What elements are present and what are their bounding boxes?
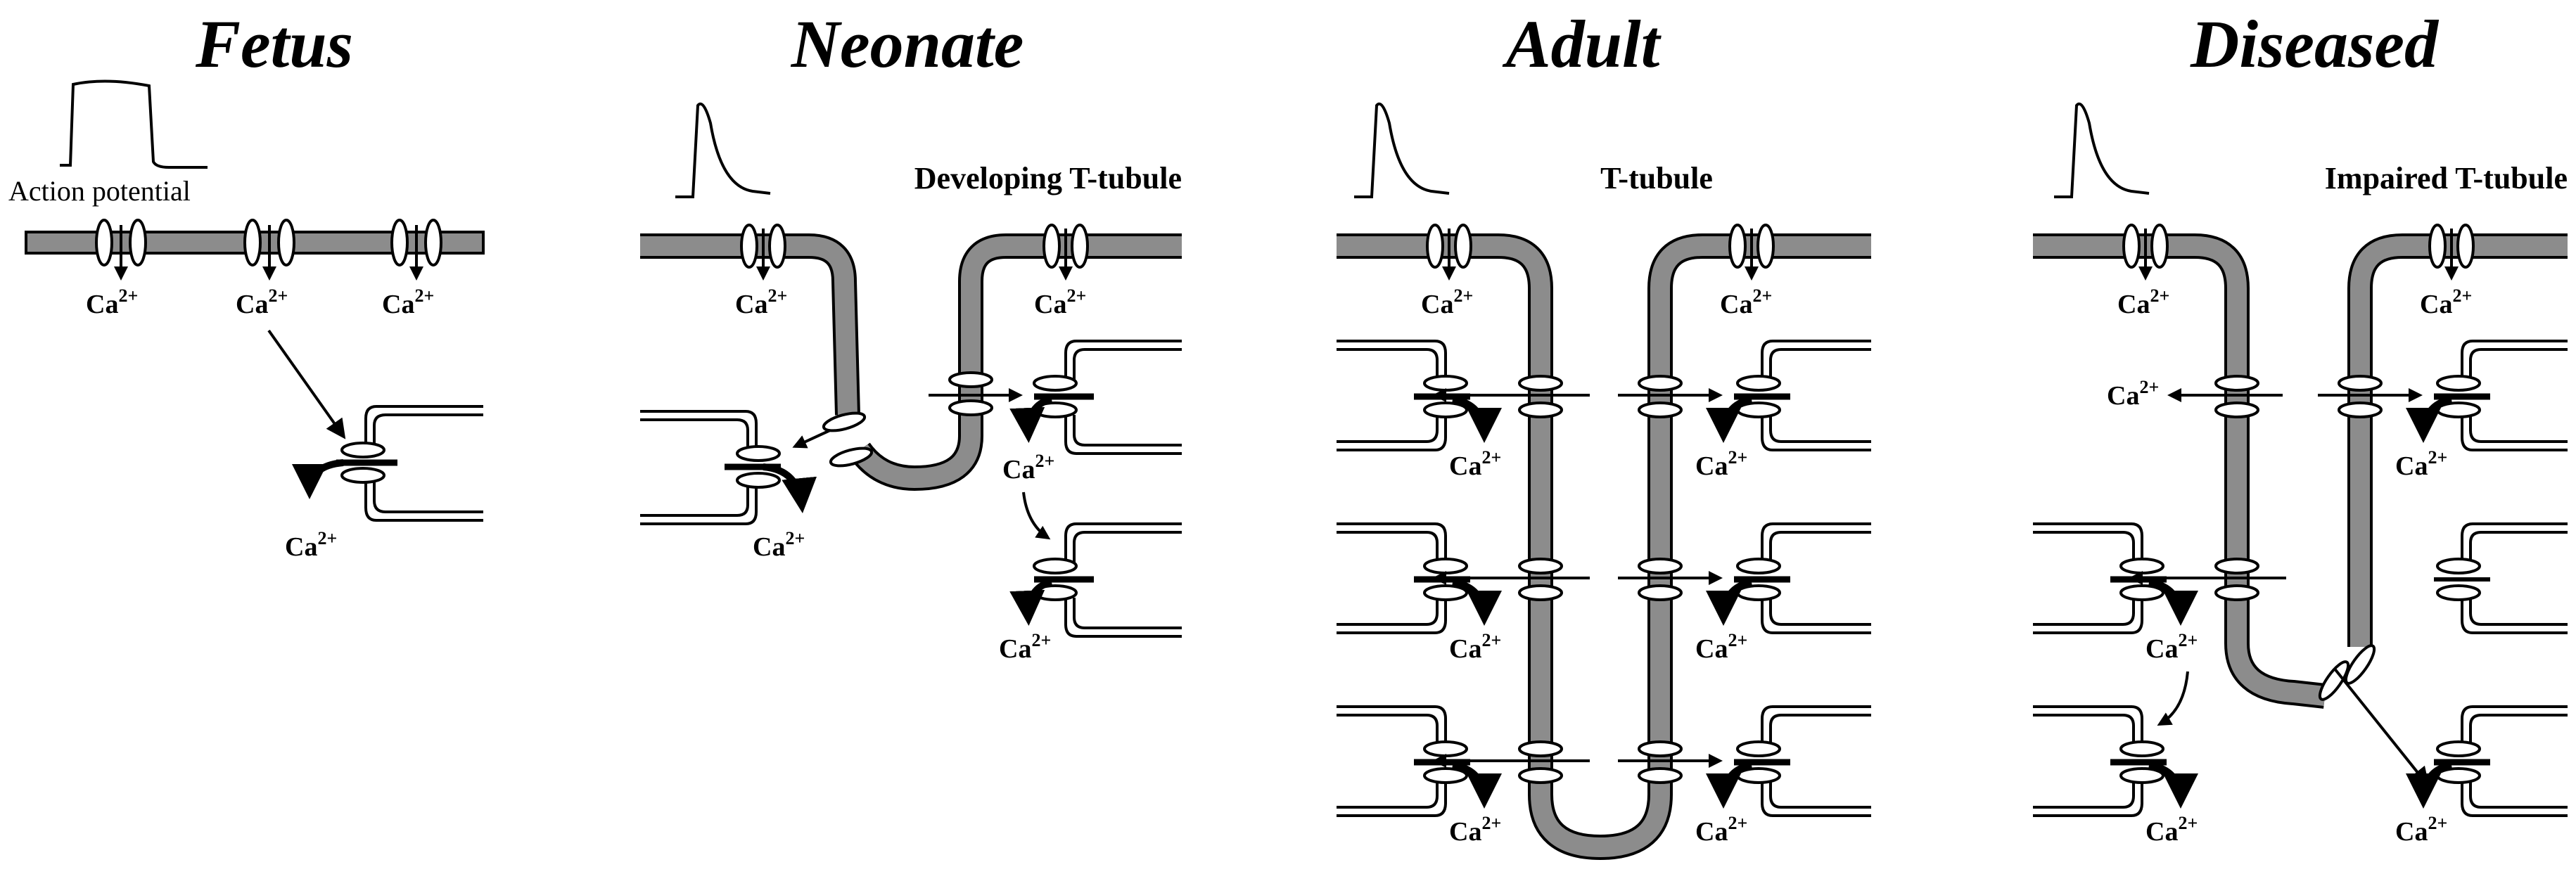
- ca-diffusion-arrow: [1022, 492, 1051, 540]
- ca-label: Ca2+: [735, 285, 787, 319]
- ca-diffusion-arrow: [267, 329, 346, 439]
- ca-label: Ca2+: [1421, 285, 1473, 319]
- l-type-channel: [829, 446, 874, 468]
- ca-release-arrow: [292, 459, 344, 499]
- sarcolemma: [640, 233, 860, 416]
- ca-label: Ca2+: [753, 528, 805, 562]
- l-type-channel: [2214, 401, 2259, 418]
- ca-label: Ca2+: [1034, 285, 1086, 319]
- sarcoplasmic-reticulum: [2406, 705, 2568, 817]
- ca-flux-arrow: [2333, 667, 2430, 788]
- l-type-channel: [2338, 401, 2383, 418]
- ca-label: Ca2+: [86, 285, 138, 319]
- l-type-channel: [948, 399, 993, 416]
- l-type-channel: [1728, 224, 1775, 281]
- action-potential-trace: [1354, 102, 1450, 198]
- ca-label: Ca2+: [1695, 630, 1747, 664]
- panel-title-adult: Adult: [1503, 6, 1662, 82]
- l-type-channel: [2214, 584, 2259, 601]
- panel-fetus: Action potential Ca2+ Ca2+ Ca2+: [8, 79, 485, 562]
- ca-label: Ca2+: [2145, 813, 2198, 847]
- panel-title-diseased: Diseased: [2190, 6, 2440, 82]
- l-type-channel: [1042, 224, 1089, 281]
- sarcoplasmic-reticulum: [2434, 522, 2568, 634]
- l-type-channel: [2338, 375, 2383, 392]
- l-type-channel: [2318, 660, 2350, 701]
- l-type-channel: [2428, 224, 2475, 281]
- panel-subtitle-neonate: Developing T-tubule: [914, 161, 1182, 195]
- ca-label: Ca2+: [285, 528, 337, 562]
- l-type-channel: [95, 219, 147, 281]
- ca-label: Ca2+: [382, 285, 434, 319]
- t-tubule: [849, 233, 1182, 492]
- panel-title-fetus: Fetus: [195, 6, 353, 82]
- ca-label: Ca2+: [2117, 285, 2169, 319]
- ca-label: Ca2+: [236, 285, 288, 319]
- ca-label: Ca2+: [1720, 285, 1772, 319]
- panel-title-neonate: Neonate: [791, 6, 1024, 82]
- ca-label: Ca2+: [1695, 813, 1747, 847]
- ca-diffusion-arrow: [2157, 671, 2189, 726]
- ca-label: Ca2+: [2395, 447, 2447, 481]
- panel-neonate: Developing T-tubule Ca2+ Ca2+: [640, 102, 1182, 664]
- l-type-channel: [2214, 558, 2259, 574]
- l-type-channel: [2214, 375, 2259, 392]
- sarcoplasmic-reticulum: [292, 405, 483, 522]
- action-potential-trace: [2054, 102, 2150, 198]
- l-type-channel: [948, 371, 993, 388]
- t-tubule: [1337, 233, 1871, 861]
- ca-label: Ca2+: [999, 630, 1051, 664]
- panel-subtitle-diseased: Impaired T-tubule: [2325, 161, 2568, 195]
- dyad-row: [1337, 705, 1871, 817]
- ca-label: Ca2+: [1449, 447, 1501, 481]
- ca-label: Ca2+: [1449, 813, 1501, 847]
- dyad-row: [1337, 522, 1871, 634]
- action-potential-trace: [60, 79, 208, 169]
- panel-diseased: Impaired T-tubule Ca2+ Ca2+ Ca2+: [2033, 102, 2568, 847]
- l-type-channel: [2122, 224, 2169, 281]
- ca-release-arrow: [1009, 579, 1053, 626]
- sarcoplasmic-reticulum: [1009, 522, 1182, 638]
- sarcoplasmic-reticulum: [2033, 705, 2198, 817]
- ca-label: Ca2+: [1449, 630, 1501, 664]
- ca-label: Ca2+: [2395, 813, 2447, 847]
- action-potential-trace: [675, 102, 771, 198]
- ca-label: Ca2+: [2107, 377, 2159, 411]
- panel-subtitle-adult: T-tubule: [1600, 161, 1713, 195]
- ca-label: Ca2+: [1002, 451, 1054, 484]
- t-tubule: [2033, 233, 2326, 709]
- panel-adult: T-tubule Ca2+ Ca2+: [1337, 102, 1871, 861]
- ca-release-arrow: [1009, 396, 1053, 443]
- ca-release-arrow: [763, 463, 817, 513]
- ca-label: Ca2+: [2420, 285, 2472, 319]
- ca-flux-arrow: [792, 429, 831, 449]
- sarcoplasmic-reticulum: [1009, 340, 1182, 455]
- l-type-channel: [243, 219, 295, 281]
- ca-label: Ca2+: [2145, 630, 2198, 664]
- l-type-channel: [822, 411, 867, 432]
- l-type-channel: [390, 219, 442, 281]
- action-potential-label: Action potential: [8, 175, 191, 207]
- sarcoplasmic-reticulum: [2406, 340, 2568, 451]
- l-type-channel: [740, 224, 786, 281]
- l-type-channel: [1426, 224, 1472, 281]
- dyad-row: [1337, 340, 1871, 451]
- sarcoplasmic-reticulum: [640, 410, 817, 525]
- ca-label: Ca2+: [1695, 447, 1747, 481]
